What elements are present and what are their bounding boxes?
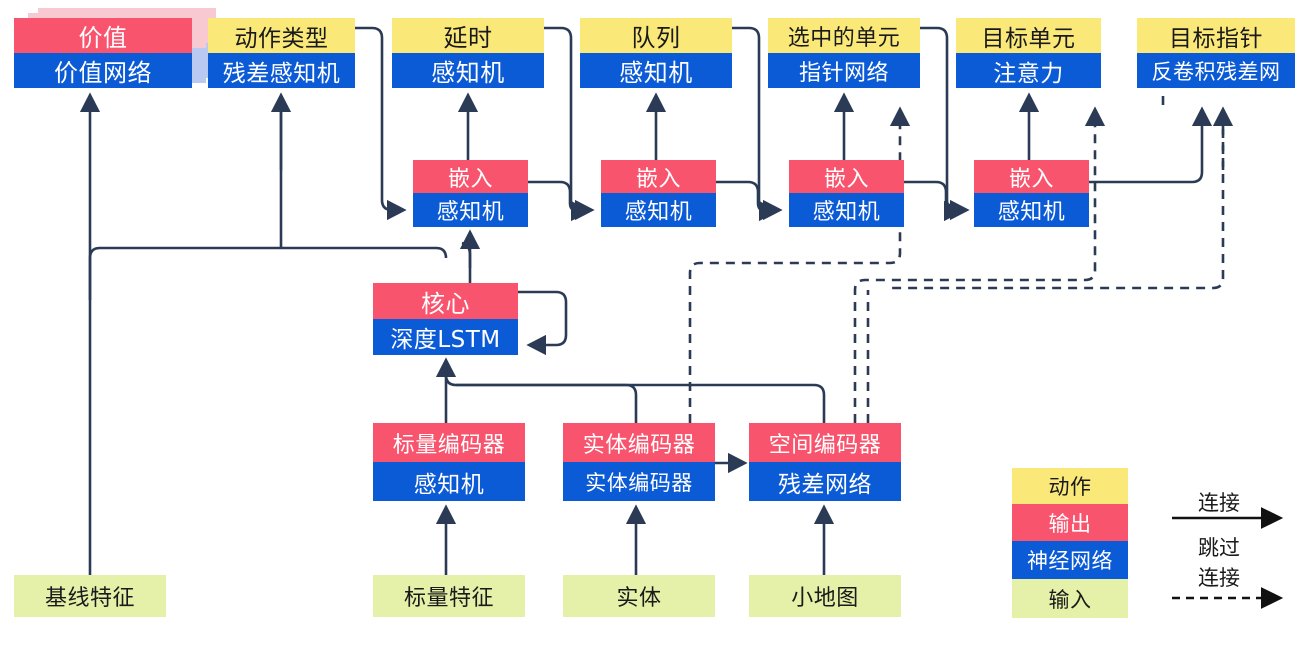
- node-core-bottom: 深度LSTM: [373, 319, 518, 355]
- node-baseline-features[interactable]: 基线特征: [14, 575, 166, 617]
- node-action-type-top: 动作类型: [208, 18, 355, 53]
- node-selected-units-bottom: 指针网络: [768, 53, 920, 88]
- node-action-type[interactable]: 动作类型 残差感知机: [208, 18, 355, 88]
- node-entity-encoder-top: 实体编码器: [563, 423, 715, 462]
- node-action-type-bottom: 残差感知机: [208, 53, 355, 88]
- legend-arrow-icons: [1172, 507, 1284, 609]
- node-delay[interactable]: 延时 感知机: [392, 18, 544, 88]
- legend-swatch-output: 输出: [1012, 504, 1128, 541]
- node-delay-top: 延时: [392, 18, 544, 53]
- node-value-bottom: 价值网络: [14, 53, 192, 88]
- node-spatial-encoder-top: 空间编码器: [749, 423, 901, 462]
- node-target-point-bottom: 反卷积残差网: [1137, 53, 1295, 88]
- node-queue[interactable]: 队列 感知机: [580, 18, 732, 88]
- node-embed-3[interactable]: 嵌入 感知机: [789, 160, 904, 227]
- node-core-top: 核心: [373, 283, 518, 319]
- legend-skip-label-line1: 跳过: [1198, 536, 1240, 560]
- node-scalar-encoder[interactable]: 标量编码器 感知机: [373, 423, 525, 501]
- node-scalar-encoder-bottom: 感知机: [373, 462, 525, 501]
- node-target-point-top: 目标指针: [1137, 18, 1295, 53]
- node-target-unit-top: 目标单元: [956, 18, 1101, 53]
- node-embed-4-top: 嵌入: [974, 160, 1089, 193]
- legend-swatch-input: 输入: [1012, 579, 1128, 618]
- node-minimap[interactable]: 小地图: [749, 575, 901, 617]
- node-embed-1-top: 嵌入: [413, 160, 528, 193]
- legend-skip-label-line2: 连接: [1198, 566, 1240, 590]
- node-scalar-features[interactable]: 标量特征: [373, 575, 525, 617]
- node-embed-1[interactable]: 嵌入 感知机: [413, 160, 528, 227]
- wire-entity-to-spatial: [715, 452, 748, 474]
- node-embed-3-top: 嵌入: [789, 160, 904, 193]
- node-core[interactable]: 核心 深度LSTM: [373, 283, 518, 355]
- node-embed-4-bottom: 感知机: [974, 193, 1089, 227]
- node-embed-2-bottom: 感知机: [601, 193, 716, 227]
- node-target-point[interactable]: 目标指针 反卷积残差网: [1137, 18, 1295, 88]
- node-selected-units-top: 选中的单元: [768, 18, 920, 53]
- node-embed-2[interactable]: 嵌入 感知机: [601, 160, 716, 227]
- node-spatial-encoder-bottom: 残差网络: [749, 462, 901, 501]
- node-embed-4[interactable]: 嵌入 感知机: [974, 160, 1089, 227]
- node-queue-bottom: 感知机: [580, 53, 732, 88]
- node-selected-units[interactable]: 选中的单元 指针网络: [768, 18, 920, 88]
- node-queue-top: 队列: [580, 18, 732, 53]
- node-embed-1-bottom: 感知机: [413, 193, 528, 227]
- node-entity-encoder[interactable]: 实体编码器 实体编码器: [563, 423, 715, 501]
- legend-swatch-stack: 动作 输出 神经网络 输入: [1012, 468, 1128, 618]
- node-entity-encoder-bottom: 实体编码器: [563, 462, 715, 501]
- legend-swatch-neural-network: 神经网络: [1012, 541, 1128, 579]
- node-value-top: 价值: [14, 18, 192, 53]
- node-target-unit[interactable]: 目标单元 注意力: [956, 18, 1101, 88]
- node-entities[interactable]: 实体: [563, 575, 715, 617]
- legend-connection-label: 连接: [1198, 491, 1240, 515]
- legend-swatch-action: 动作: [1012, 468, 1128, 504]
- node-spatial-encoder[interactable]: 空间编码器 残差网络: [749, 423, 901, 501]
- node-value[interactable]: 价值 价值网络: [14, 18, 192, 88]
- node-embed-2-top: 嵌入: [601, 160, 716, 193]
- node-target-unit-bottom: 注意力: [956, 53, 1101, 88]
- node-delay-bottom: 感知机: [392, 53, 544, 88]
- node-scalar-encoder-top: 标量编码器: [373, 423, 525, 462]
- node-embed-3-bottom: 感知机: [789, 193, 904, 227]
